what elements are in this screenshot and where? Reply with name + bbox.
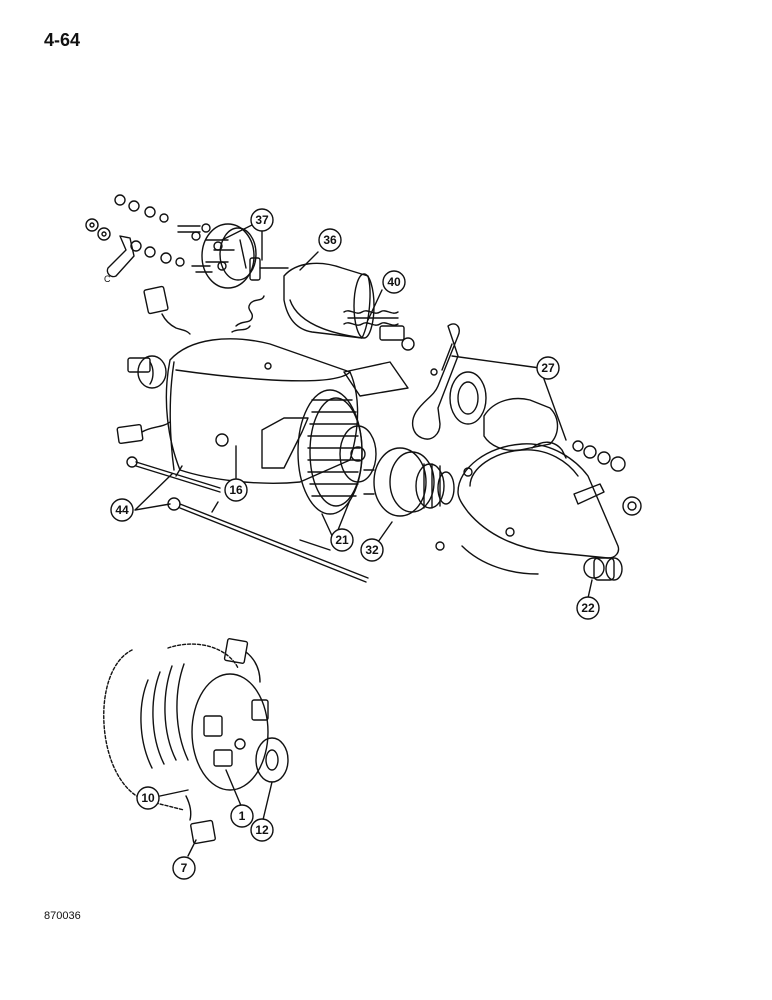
callout-32-label: 32 xyxy=(365,543,379,557)
callout-44: 44 xyxy=(110,498,134,522)
callout-12-label: 12 xyxy=(255,823,269,837)
callout-7-label: 7 xyxy=(181,861,188,875)
callout-32: 32 xyxy=(360,538,384,562)
callout-16: 16 xyxy=(224,478,248,502)
inset-brush-holder xyxy=(103,638,289,845)
brush-upper xyxy=(143,285,191,335)
callout-27: 27 xyxy=(536,356,560,380)
callout-40-label: 40 xyxy=(387,275,401,289)
callout-22: 22 xyxy=(576,596,600,620)
shift-lever xyxy=(343,323,460,440)
solenoid-cover xyxy=(191,223,289,289)
callout-10: 10 xyxy=(136,786,160,810)
drive-pinion xyxy=(363,447,455,517)
callout-10-label: 10 xyxy=(141,791,155,805)
spring-small xyxy=(231,295,265,333)
brush-lower xyxy=(116,421,171,445)
callout-7: 7 xyxy=(172,856,196,880)
callout-36: 36 xyxy=(318,228,342,252)
callout-37: 37 xyxy=(250,208,274,232)
callout-1: 1 xyxy=(230,804,254,828)
callout-37-label: 37 xyxy=(255,213,269,227)
drive-end-housing xyxy=(435,397,620,575)
through-bolts xyxy=(126,456,369,583)
callout-21: 21 xyxy=(330,528,354,552)
callout-21-label: 21 xyxy=(335,533,349,547)
armature-end xyxy=(297,389,377,515)
solenoid-body xyxy=(283,262,375,339)
leader-lines xyxy=(134,219,593,857)
seal-gasket xyxy=(449,371,487,425)
callout-36-label: 36 xyxy=(323,233,337,247)
page-number: 4-64 xyxy=(44,30,81,50)
callout-22-label: 22 xyxy=(581,601,595,615)
callout-40: 40 xyxy=(382,270,406,294)
bushing xyxy=(583,557,623,581)
svg-text:C: C xyxy=(104,274,111,284)
callout-12: 12 xyxy=(250,818,274,842)
callout-16-label: 16 xyxy=(229,483,243,497)
hardware-group-top-left: C xyxy=(85,194,211,284)
callout-44-label: 44 xyxy=(115,503,129,517)
plunger-spring xyxy=(343,310,415,351)
figure-code: 870036 xyxy=(44,910,81,922)
hardware-group-right xyxy=(572,440,642,516)
callout-27-label: 27 xyxy=(541,361,555,375)
callout-1-label: 1 xyxy=(239,809,246,823)
yoke-housing xyxy=(127,338,359,484)
